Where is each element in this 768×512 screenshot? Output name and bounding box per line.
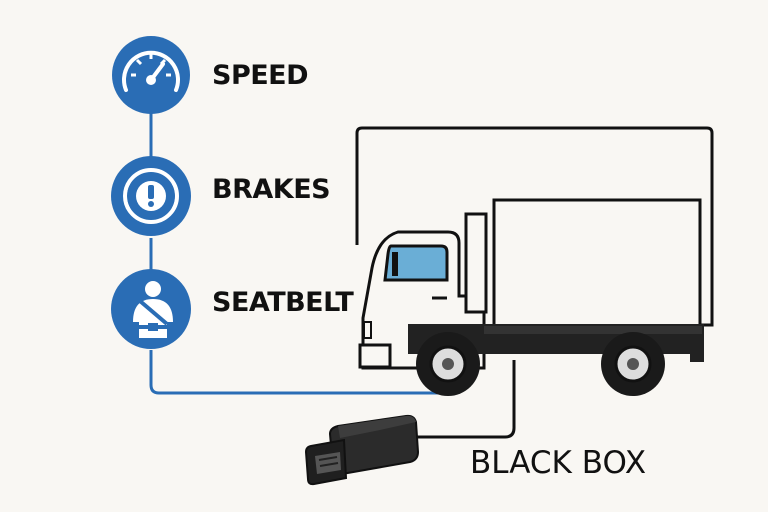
label-speed: SPEED [212,60,309,91]
truck-icon [355,126,714,396]
label-black-box: BLACK BOX [470,445,647,481]
wire-to-black-box [414,360,516,439]
seatbelt-icon [111,269,191,349]
brake-warning-icon [111,156,191,236]
label-brakes: BRAKES [212,174,331,205]
wire-to-truck [149,350,440,395]
obd-connector-icon [304,414,420,486]
speedometer-icon [112,36,190,114]
label-seatbelt: SEATBELT [212,287,354,318]
